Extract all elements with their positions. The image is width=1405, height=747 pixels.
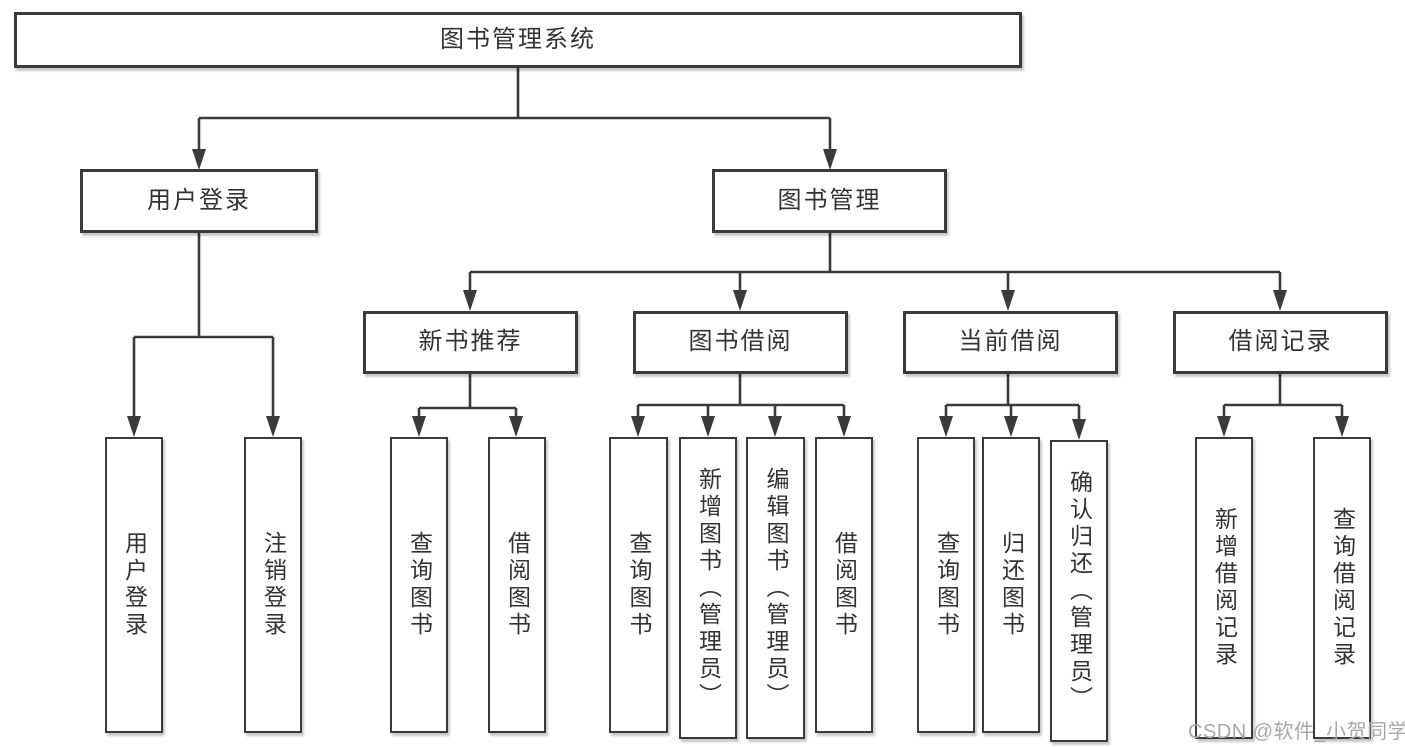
leaf-query-books-current: 查询图书 — [917, 437, 975, 733]
leaf-confirm-return-admin: 确认归还（管理员） — [1050, 440, 1108, 742]
arrow-icon — [509, 416, 523, 437]
arrow-icon — [1001, 290, 1015, 311]
arrow-icon — [939, 416, 953, 437]
node-borrowing-records: 借阅记录 — [1173, 311, 1388, 374]
node-book-management: 图书管理 — [712, 169, 947, 233]
leaf-return-books: 归还图书 — [982, 437, 1040, 733]
arrow-icon — [837, 416, 851, 437]
leaf-logout: 注销登录 — [244, 437, 302, 733]
arrow-icon — [127, 416, 141, 437]
node-new-book-recommend: 新书推荐 — [363, 311, 578, 374]
arrow-icon — [701, 416, 715, 437]
arrow-icon — [768, 416, 782, 437]
arrow-icon — [1217, 416, 1231, 437]
arrow-icon — [1072, 419, 1086, 440]
node-user-login: 用户登录 — [80, 169, 318, 233]
leaf-query-borrow-record: 查询借阅记录 — [1313, 437, 1371, 739]
arrow-icon — [823, 149, 837, 170]
arrow-icon — [1273, 290, 1287, 311]
leaf-edit-books-admin: 编辑图书（管理员） — [746, 437, 805, 739]
arrow-icon — [631, 416, 645, 437]
arrow-icon — [733, 290, 747, 311]
arrow-icon — [1004, 416, 1018, 437]
leaf-query-books-borrowing: 查询图书 — [609, 437, 668, 733]
arrow-icon — [1335, 416, 1349, 437]
leaf-user-login: 用户登录 — [105, 437, 163, 733]
arrow-icon — [412, 416, 426, 437]
node-book-borrowing: 图书借阅 — [633, 311, 848, 374]
node-current-borrowing: 当前借阅 — [903, 311, 1118, 374]
arrow-icon — [463, 290, 477, 311]
leaf-borrow-books-recommend: 借阅图书 — [488, 437, 546, 733]
leaf-borrow-books: 借阅图书 — [815, 437, 873, 733]
leaf-add-borrow-record: 新增借阅记录 — [1195, 437, 1253, 739]
arrow-icon — [266, 416, 280, 437]
leaf-add-books-admin: 新增图书（管理员） — [679, 437, 737, 739]
csdn-watermark: CSDN @软件_小贺同学 — [1188, 721, 1405, 743]
arrow-icon — [192, 149, 206, 170]
node-root-system: 图书管理系统 — [14, 12, 1022, 68]
leaf-query-books-recommend: 查询图书 — [390, 437, 448, 733]
